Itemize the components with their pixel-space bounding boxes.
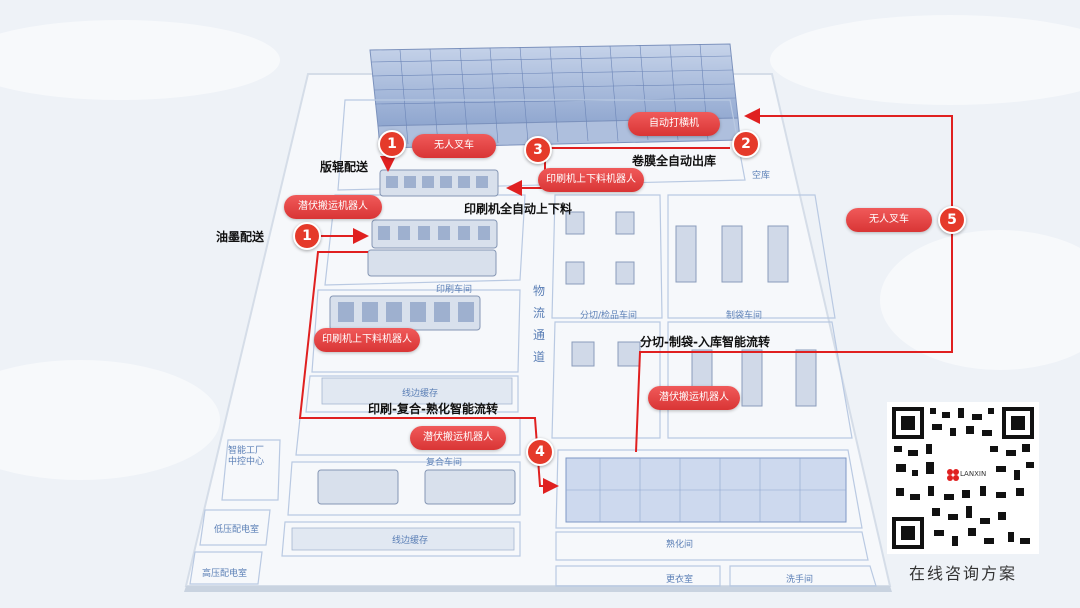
printing-machines [317,169,516,505]
bag-workshop-label: 制袋车间 [726,311,763,321]
locker-room-label: 更衣室 [666,575,694,585]
floor-edge [184,586,892,592]
printer-loader-robot-top-pill: 印刷机上下料机器人 [538,168,644,192]
hidden-carrier-left-pill: 潜伏搬运机器人 [284,195,382,219]
forklift-right-pill: 无人叉车 [846,208,932,232]
background-texture [0,15,1080,480]
step-badge-5: 5 [938,206,966,234]
qr-code [887,402,1039,554]
step-badge-1-top: 1 [378,130,406,158]
plate-roll-delivery-caption: 版辊配送 [320,160,369,174]
hidden-carrier-right-pill: 潜伏搬运机器人 [648,386,740,410]
smart-factory-center-label: 智能工厂中控中心 [228,446,265,467]
slitting-inspection-label: 分切/检品车间 [580,311,638,321]
print-workshop-label: 印刷车间 [436,285,473,295]
ink-delivery-caption: 油墨配送 [216,230,265,244]
logistics-channel-label: 物流通道 [532,284,545,364]
line-buffer-bottom-label: 线边缓存 [392,536,429,546]
high-voltage-room-label: 高压配电室 [202,569,248,579]
forklift-top-pill: 无人叉车 [412,134,496,158]
step-badge-2: 2 [732,130,760,158]
step-badge-4: 4 [526,438,554,466]
printer-auto-loading-caption: 印刷机全自动上下料 [464,202,573,216]
auto-baler-pill: 自动打横机 [628,112,720,136]
bag-making-machines [565,211,817,407]
hidden-carrier-bottom-pill: 潜伏搬运机器人 [410,426,506,450]
low-voltage-room-label: 低压配电室 [214,525,260,535]
line-buffer-mid-label: 线边缓存 [402,389,439,399]
empty-area-label: 空库 [752,171,771,181]
compound-workshop-label: 复合车间 [426,458,463,468]
step-badge-1-left: 1 [293,222,321,250]
printer-loader-robot-mid-pill: 印刷机上下料机器人 [314,328,420,352]
cut-bag-storage-flow-caption: 分切-制袋-入库智能流转 [640,335,770,349]
line-buffer-racks [291,377,515,551]
wash-room-label: 洗手间 [786,575,814,585]
film-auto-outbound-caption: 卷膜全自动出库 [632,154,717,168]
qr-caption: 在线咨询方案 [908,564,1017,583]
step-badge-3: 3 [524,136,552,164]
curing-rack-lines [566,458,846,522]
print-compound-cure-flow-caption: 印刷-复合-熟化智能流转 [368,402,498,416]
curing-room-label: 熟化间 [666,540,694,550]
qr-brand-logo: LANXIN [960,470,987,478]
